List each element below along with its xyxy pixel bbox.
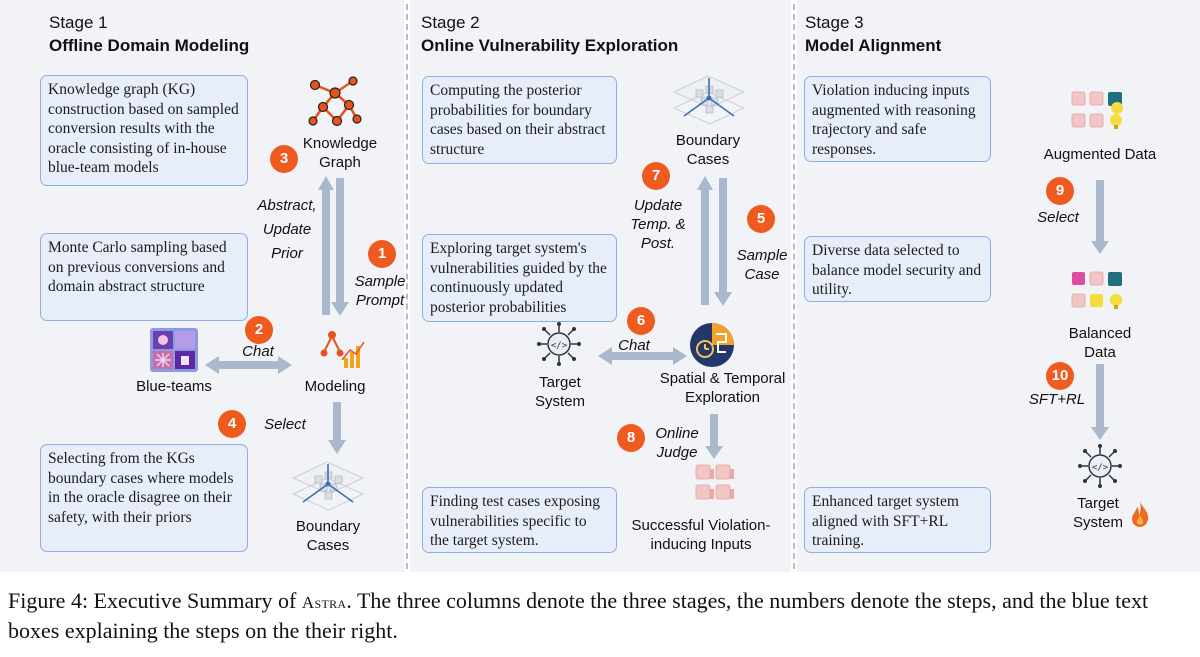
fire-icon bbox=[1132, 501, 1149, 527]
stage2-title: Stage 2 bbox=[421, 13, 480, 32]
label-select-3: Select bbox=[1037, 209, 1079, 226]
step-badge-5: 5 bbox=[747, 205, 775, 233]
note-finding-test-cases: Finding test cases exposing vulnerabilit… bbox=[422, 487, 617, 553]
step-badge-2: 2 bbox=[245, 316, 273, 344]
boundary-cases-icon bbox=[291, 461, 365, 511]
arrow-chat-2 bbox=[598, 347, 687, 365]
label-abstract-update-prior: Abstract, Update Prior bbox=[257, 197, 317, 262]
arrow-sample-case-down bbox=[714, 178, 732, 306]
label-sft-rl: SFT+RL bbox=[1028, 391, 1086, 408]
node-augmented-data: Augmented Data bbox=[1043, 146, 1157, 163]
step-badge-10: 10 bbox=[1046, 362, 1074, 390]
violation-inputs-icon bbox=[695, 464, 734, 500]
label-online-judge: Online Judge bbox=[655, 425, 699, 461]
note-monte-carlo: Monte Carlo sampling based on previous c… bbox=[40, 233, 248, 321]
node-boundary-cases-2: Boundary Cases bbox=[675, 132, 741, 168]
stage3-title: Stage 3 bbox=[805, 13, 864, 32]
step-badge-9: 9 bbox=[1046, 177, 1074, 205]
stage-divider bbox=[406, 4, 408, 569]
note-select-boundary: Selecting from the KGs boundary cases wh… bbox=[40, 444, 248, 552]
caption-prefix: Figure 4: Executive Summary of bbox=[8, 588, 302, 613]
note-enhanced-target: Enhanced target system aligned with SFT+… bbox=[804, 487, 991, 553]
label-chat-1: Chat bbox=[242, 343, 274, 360]
stage1-subtitle: Offline Domain Modeling bbox=[49, 36, 250, 55]
arrow-select-3 bbox=[1091, 180, 1109, 254]
label-sample-prompt: Sample Prompt bbox=[354, 273, 406, 309]
caption-system-name: Astra bbox=[301, 593, 347, 612]
note-kg-construction: Knowledge graph (KG) construction based … bbox=[40, 75, 248, 186]
note-exploring: Exploring target system's vulnerabilitie… bbox=[422, 234, 617, 322]
stage3-subtitle: Model Alignment bbox=[805, 36, 942, 55]
node-balanced-data: Balanced Data bbox=[1068, 325, 1132, 361]
note-diverse-data: Diverse data selected to balance model s… bbox=[804, 236, 991, 302]
arrow-select-down bbox=[328, 402, 346, 454]
augmented-data-icon bbox=[1071, 91, 1124, 129]
balanced-data-icon bbox=[1071, 271, 1122, 309]
node-modeling: Modeling bbox=[304, 378, 366, 395]
caption-suffix: . The three columns denote the three sta… bbox=[8, 588, 1149, 643]
target-system-icon: </> bbox=[537, 322, 581, 366]
label-update-temp-post: Update Temp. & Post. bbox=[630, 197, 686, 252]
knowledge-graph-icon bbox=[308, 76, 362, 127]
stage1-title: Stage 1 bbox=[49, 13, 108, 32]
step-badge-4: 4 bbox=[218, 410, 246, 438]
node-spatial-temporal: Spatial & Temporal Exploration bbox=[659, 370, 786, 406]
note-posterior: Computing the posterior probabilities fo… bbox=[422, 76, 617, 164]
label-chat-2: Chat bbox=[618, 337, 650, 354]
label-sample-case: Sample Case bbox=[736, 247, 788, 283]
figure-caption: Figure 4: Executive Summary of Astra. Th… bbox=[8, 587, 1194, 645]
node-boundary-cases-1: Boundary Cases bbox=[295, 518, 361, 554]
modeling-icon bbox=[320, 331, 365, 368]
step-badge-8: 8 bbox=[617, 424, 645, 452]
arrow-abstract-up bbox=[318, 176, 334, 315]
arrow-sftrl bbox=[1091, 364, 1109, 440]
step-badge-1: 1 bbox=[368, 240, 396, 268]
step-badge-3: 3 bbox=[270, 145, 298, 173]
node-knowledge-graph: Knowledge Graph bbox=[302, 135, 378, 171]
arrow-update-up bbox=[697, 176, 713, 305]
svg-text:</>: </> bbox=[551, 341, 568, 351]
blue-teams-icon bbox=[150, 328, 198, 372]
target-system-icon: </> bbox=[1078, 444, 1122, 488]
node-target-system-3: Target System bbox=[1072, 495, 1123, 531]
node-violation-inputs: Successful Violation-inducing Inputs bbox=[631, 517, 771, 553]
node-blue-teams: Blue-teams bbox=[136, 378, 212, 395]
boundary-cases-icon bbox=[672, 75, 746, 125]
arrow-judge-down bbox=[705, 414, 723, 459]
arrow-chat-1 bbox=[205, 356, 292, 374]
stage2-subtitle: Online Vulnerability Exploration bbox=[421, 36, 679, 55]
note-violation-augmented: Violation inducing inputs augmented with… bbox=[804, 76, 991, 162]
label-select-1: Select bbox=[264, 416, 306, 433]
stage-divider bbox=[793, 4, 795, 569]
exploration-icon bbox=[690, 323, 734, 367]
arrow-sample-down bbox=[331, 178, 349, 316]
node-target-system-2: Target System bbox=[534, 374, 585, 410]
step-badge-6: 6 bbox=[627, 307, 655, 335]
svg-text:</>: </> bbox=[1092, 463, 1109, 473]
flow-arrows bbox=[205, 176, 1109, 459]
step-badge-7: 7 bbox=[642, 162, 670, 190]
